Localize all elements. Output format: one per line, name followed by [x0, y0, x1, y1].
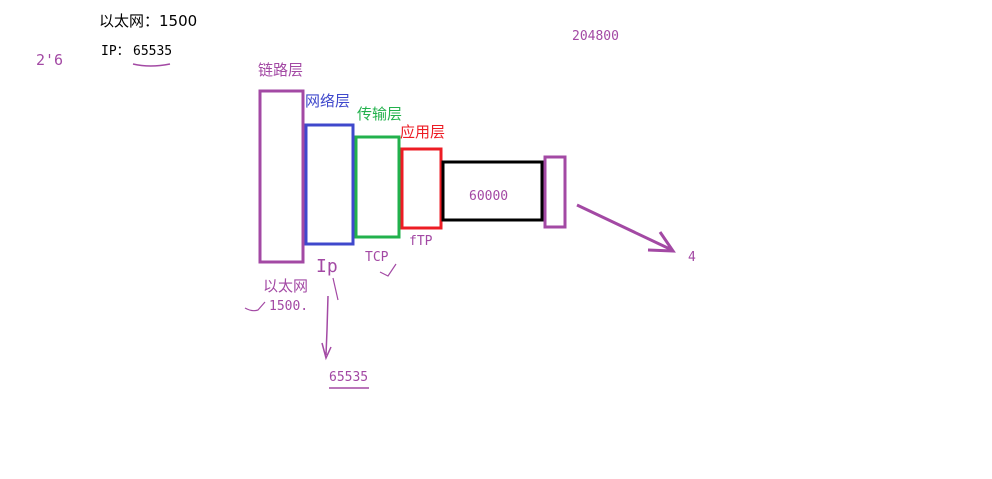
link-layer-box [258, 89, 305, 264]
application-layer-box [400, 147, 443, 230]
payload-box [441, 160, 544, 222]
power-sketch: 2'6 [36, 51, 64, 69]
trailer-box [543, 155, 567, 229]
ip-underline [132, 63, 171, 67]
ip-value: 65535 [329, 370, 369, 385]
ethernet-value: 1500. [269, 299, 309, 314]
check-mark-1500 [244, 301, 266, 312]
ethernet-label: 以太网 [263, 277, 309, 295]
transport-layer-label: 传输层 [357, 105, 403, 123]
transport-layer-box [354, 135, 401, 239]
check-mark-tcp [379, 263, 397, 277]
arrow-right [576, 203, 676, 253]
big-number: 204800 [572, 29, 619, 44]
ip-sketch-stroke [332, 277, 339, 301]
ftp-label: fTP [409, 234, 433, 249]
ip-max-value: 65535 [133, 44, 173, 59]
link-layer-label: 链路层 [258, 61, 304, 79]
tcp-label: TCP [365, 250, 389, 265]
arrow-down [321, 295, 332, 361]
payload-size: 60000 [469, 189, 509, 204]
network-layer-box [304, 123, 355, 246]
network-layer-label: 网络层 [305, 92, 351, 110]
ip-label: Ip [316, 256, 338, 277]
application-layer-label: 应用层 [400, 123, 446, 141]
ethernet-mtu-note: 以太网：1500 [99, 12, 198, 30]
ip-max-label: IP： [101, 44, 130, 59]
arrow-result: 4 [688, 250, 696, 265]
